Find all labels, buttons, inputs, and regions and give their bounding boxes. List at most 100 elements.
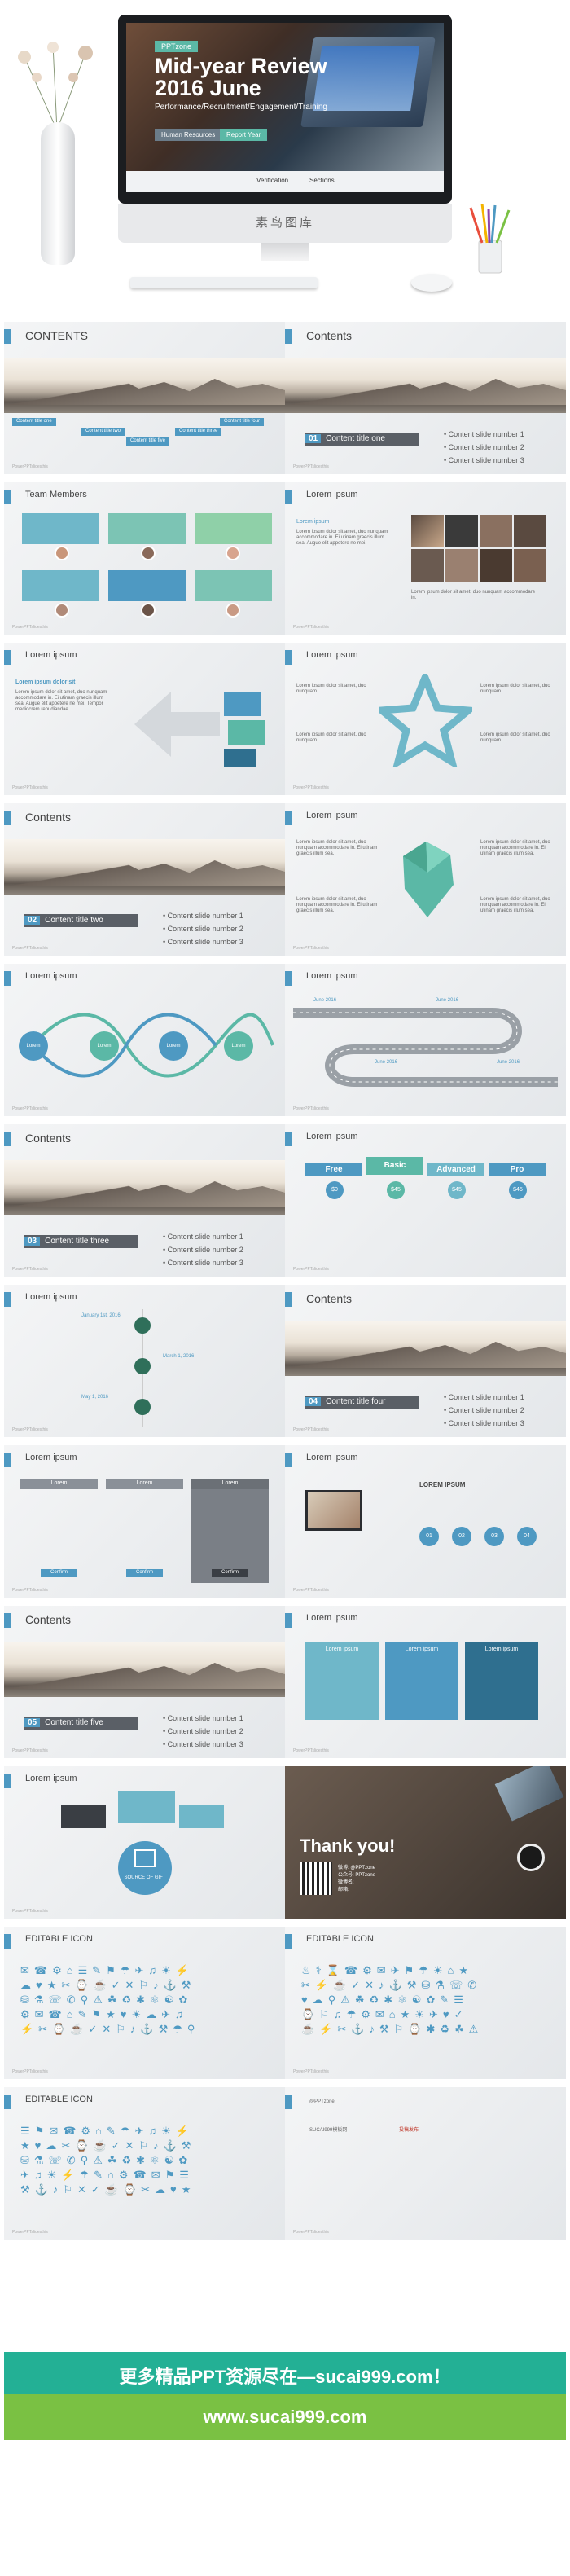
slide-gem-diagram[interactable]: Lorem ipsum Lorem ipsum dolor sit amet, …	[285, 803, 566, 956]
gem-icon	[403, 842, 454, 917]
coffee-cup	[517, 1844, 545, 1871]
plan-price: $0	[326, 1181, 344, 1199]
monitor: PPTzone Mid-year Review 2016 June Perfor…	[118, 15, 452, 204]
timeline-date: January 1st, 2016	[81, 1313, 121, 1318]
slide-title-bar	[4, 1934, 11, 1949]
hero-tag: PPTzone	[155, 41, 199, 52]
flow-node: Lorem	[19, 1031, 48, 1061]
section-number: 05	[24, 1718, 41, 1727]
column-header: Lorem	[191, 1479, 269, 1489]
flow-node: Lorem	[159, 1031, 188, 1061]
slide-title-bar	[285, 1934, 292, 1949]
slide-paragraph: Lorem ipsum dolor sit amet, duo nunquam	[480, 684, 550, 694]
plan-header: Pro	[489, 1163, 546, 1176]
bullet-item: Content slide number 1	[444, 1391, 524, 1404]
slide-paragraph: Lorem ipsum dolor sit amet, duo nunquam …	[480, 897, 550, 913]
bullet-item: Content slide number 1	[163, 1712, 243, 1725]
confirm-button[interactable]: Confirm	[41, 1569, 77, 1577]
slide-footer: PowerPPTslidesthis	[12, 1748, 48, 1753]
slide-title: Contents	[25, 811, 72, 824]
hero-subtitle: Performance/Recruitment/Engagement/Train…	[155, 103, 327, 112]
contact-line: 邮箱:	[338, 1888, 349, 1892]
slide-title-bar	[4, 650, 11, 665]
thank-you-title: Thank you!	[300, 1835, 396, 1856]
flow-diagram	[31, 1013, 274, 1078]
slide-arrow-diagram[interactable]: Lorem ipsum Lorem ipsum dolor sit Lorem …	[4, 643, 285, 795]
plan-header: Basic	[366, 1157, 423, 1175]
slide-star-diagram[interactable]: Lorem ipsum Lorem ipsum dolor sit amet, …	[285, 643, 566, 795]
slide-three-boxes[interactable]: Lorem ipsum Lorem ipsum Lorem ipsum Lore…	[285, 1606, 566, 1758]
slide-paragraph: Lorem ipsum dolor sit amet, duo nunquam	[480, 732, 550, 743]
slide-title-bar	[4, 1132, 11, 1146]
slide-subtitle: Lorem ipsum dolor sit	[15, 679, 76, 685]
mountain-photo	[4, 839, 285, 895]
confirm-button[interactable]: Confirm	[212, 1569, 248, 1577]
slide-monitor-numbers[interactable]: Lorem ipsum LOREM IPSUM 01 02 03 04 Powe…	[285, 1445, 566, 1598]
slide-contents-overview[interactable]: CONTENTS Content title one Content title…	[4, 322, 285, 474]
hero-chip-1: Human Resources	[155, 129, 222, 141]
slide-gift-diagram[interactable]: Lorem ipsum SOURCE OF GIFT PowerPPTslide…	[4, 1766, 285, 1919]
slide-footer: PowerPPTslidesthis	[293, 1267, 329, 1272]
slide-title: CONTENTS	[25, 329, 88, 342]
pencil-cup-illustration	[469, 204, 511, 274]
mountain-photo	[285, 358, 566, 413]
promo-url-banner[interactable]: www.sucai999.com	[4, 2394, 566, 2440]
team-card-1	[22, 513, 99, 544]
portrait-photo	[480, 549, 512, 582]
slide-title: Contents	[25, 1132, 72, 1145]
slide-team-members[interactable]: Team Members PowerPPTslidesthis	[4, 482, 285, 635]
slide-footer: PowerPPTslidesthis	[12, 2069, 48, 2074]
slide-footer: PowerPPTslidesthis	[12, 625, 48, 630]
flow-node: Lorem	[90, 1031, 119, 1061]
slide-title-bar	[4, 490, 11, 504]
slide-footer: PowerPPTslidesthis	[12, 1267, 48, 1272]
section-number: 03	[24, 1237, 41, 1246]
slide-photo-grid[interactable]: Lorem ipsum Lorem ipsum Lorem ipsum dolo…	[285, 482, 566, 635]
timeline-date: May 1, 2016	[81, 1395, 109, 1400]
number-circle: 01	[419, 1527, 439, 1546]
slide-title-bar	[285, 971, 292, 986]
slide-editable-icons-1[interactable]: EDITABLE ICON ✉☎⚙⌂☰✎⚑☂✈♫☀⚡☁♥★✂⌚☕✓✕⚐♪⚓⚒⛁⚗…	[4, 1927, 285, 2079]
contact-line: 微博: @PPTzone	[338, 1866, 376, 1870]
slide-paragraph: Lorem ipsum dolor sit amet, duo nunquam	[296, 684, 366, 694]
slide-credits[interactable]: @PPTzone SUCAI999模板网 投稿发布 PowerPPTslides…	[285, 2087, 566, 2240]
slide-road-timeline[interactable]: Lorem ipsum June 2016 June 2016 June 201…	[285, 964, 566, 1116]
slide-paragraph: Lorem ipsum dolor sit amet, duo nunquam …	[296, 897, 378, 913]
slide-title-bar	[4, 1292, 11, 1307]
slide-editable-icons-2[interactable]: EDITABLE ICON ♨⚕⌛☎⚙✉✈⚑☂☀⌂★✂⚡☕✓✕♪⚓⚒⛁⚗☏✆♥☁…	[285, 1927, 566, 2079]
slide-editable-icons-3[interactable]: EDITABLE ICON ☰⚑✉☎⚙⌂✎☂✈♫☀⚡★♥☁✂⌚☕✓✕⚐♪⚓⚒⛁⚗…	[4, 2087, 285, 2240]
avatar	[141, 546, 156, 560]
bullet-list: Content slide number 1 Content slide num…	[444, 1391, 524, 1430]
promo-banner[interactable]: 更多精品PPT资源尽在—sucai999.com！	[4, 2352, 566, 2394]
slide-thank-you[interactable]: Thank you! 微博: @PPTzone 公众号: PPTzone 微博名…	[285, 1766, 566, 1919]
mouse	[411, 274, 452, 292]
slide-footer: PowerPPTslidesthis	[12, 946, 48, 951]
mountain-photo	[4, 358, 285, 413]
arrow-diagram-icon	[134, 692, 265, 767]
slide-three-columns[interactable]: Lorem ipsum Lorem Lorem Lorem Confirm Co…	[4, 1445, 285, 1598]
team-card-3	[195, 513, 272, 544]
monitor-icon	[305, 1490, 362, 1531]
slide-footer: PowerPPTslidesthis	[293, 946, 329, 951]
contact-line: 微博名:	[338, 1880, 354, 1885]
slide-paragraph: Lorem ipsum dolor sit amet, duo nunquam …	[15, 690, 107, 712]
slide-footer: PowerPPTslidesthis	[293, 2230, 329, 2235]
slide-date-timeline[interactable]: Lorem ipsum January 1st, 2016 March 1, 2…	[4, 1285, 285, 1437]
slide-pricing-table[interactable]: Lorem ipsum Free Basic Advanced Pro $0 $…	[285, 1124, 566, 1277]
plan-price: $45	[509, 1181, 527, 1199]
bullet-item: Content slide number 2	[163, 1725, 243, 1738]
bullet-item: Content slide number 2	[163, 1243, 243, 1256]
slide-paragraph: Lorem ipsum dolor sit amet, duo nunquam …	[296, 530, 388, 546]
section-title: Content title four	[326, 1397, 386, 1406]
confirm-button[interactable]: Confirm	[126, 1569, 163, 1577]
slide-title-bar	[285, 1613, 292, 1628]
monitor-stand	[261, 243, 309, 261]
credit-line: SUCAI999模板网	[309, 2128, 348, 2133]
slide-flow-circles[interactable]: Lorem ipsum Lorem Lorem Lorem Lorem Powe…	[4, 964, 285, 1116]
